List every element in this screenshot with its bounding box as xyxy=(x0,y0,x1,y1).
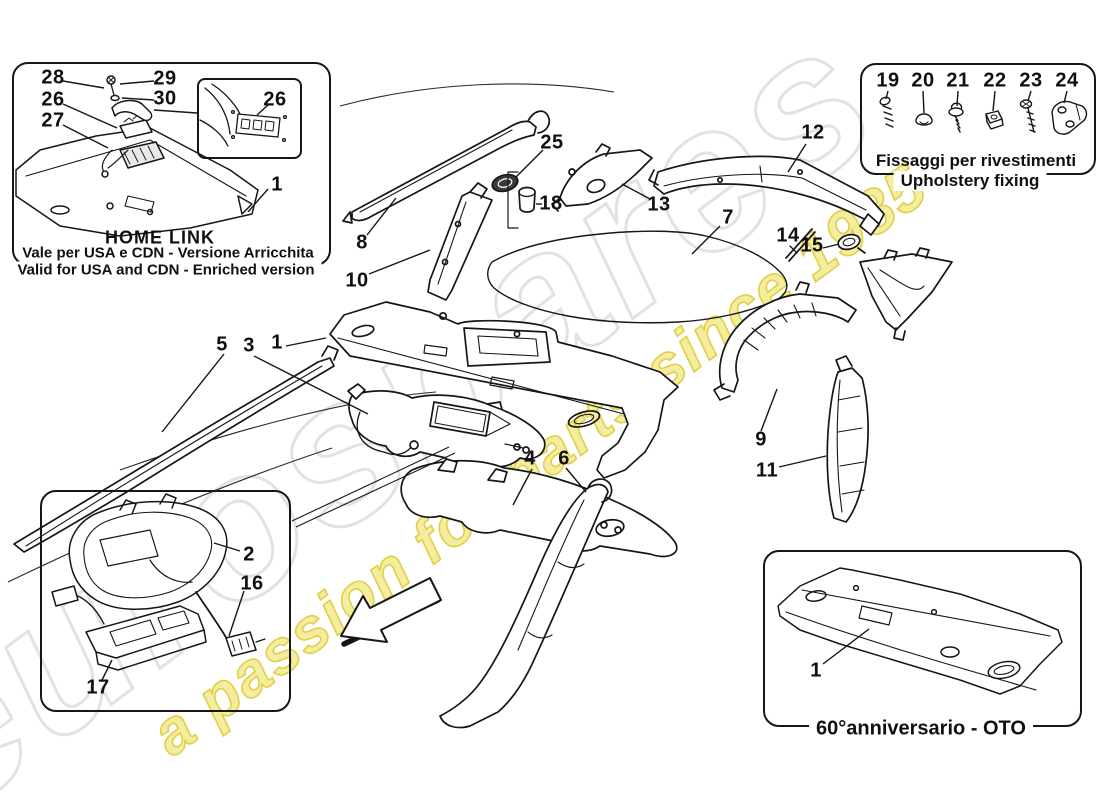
callout-20: 20 xyxy=(911,69,935,92)
part-grommet-25 xyxy=(491,173,519,193)
callout-13: 13 xyxy=(647,193,671,216)
callout-23: 23 xyxy=(1019,69,1043,92)
part-quarter-panel-13 xyxy=(551,143,653,212)
home-link-line-en: Valid for USA and CDN - Enriched version xyxy=(10,261,322,279)
leader-lines xyxy=(62,80,1068,681)
home-link-title: HOME LINK xyxy=(105,227,215,248)
callout-10: 10 xyxy=(345,269,369,292)
callout-24: 24 xyxy=(1055,69,1079,92)
clip-nut-22-icon xyxy=(985,110,1004,130)
direction-arrow xyxy=(340,577,442,647)
part-headliner-1 xyxy=(329,301,679,479)
callout-18: 18 xyxy=(539,192,563,215)
callout-26-a: 26 xyxy=(41,88,65,111)
fixings-icons xyxy=(879,96,1088,135)
part-roof-rail-8 xyxy=(342,110,551,224)
anniversary-headliner-sketch xyxy=(777,567,1063,695)
part-rear-rail-12 xyxy=(648,155,885,236)
part-pillar-trim-11 xyxy=(826,355,869,523)
callout-8: 8 xyxy=(356,231,368,254)
part-quarter-panel-rh xyxy=(859,247,953,341)
callout-1-anniversary: 1 xyxy=(810,659,822,682)
callout-11: 11 xyxy=(755,459,779,482)
part-sun-visor-3 xyxy=(347,383,546,468)
callout-4: 4 xyxy=(524,447,536,470)
bracket-24-icon xyxy=(1051,100,1088,135)
callout-30: 30 xyxy=(153,87,177,110)
callout-9: 9 xyxy=(755,428,767,451)
home-link-line-it: Vale per USA e CDN - Versione Arricchita xyxy=(22,244,314,262)
screw-19-icon xyxy=(879,96,894,128)
callout-15: 15 xyxy=(800,234,824,257)
switch-inset-sketch xyxy=(199,83,288,147)
callout-14: 14 xyxy=(776,224,800,247)
part-pillar-trim-6 xyxy=(439,478,613,729)
callout-12: 12 xyxy=(801,121,825,144)
callout-22: 22 xyxy=(983,69,1007,92)
callout-3: 3 xyxy=(243,334,255,357)
part-rod-14 xyxy=(785,228,816,262)
callout-25: 25 xyxy=(540,131,564,154)
part-bracket-9 xyxy=(713,281,857,401)
callout-21: 21 xyxy=(946,69,970,92)
screw-23-icon xyxy=(1019,99,1036,133)
callout-28: 28 xyxy=(41,66,65,89)
fixings-title-it: Fissaggi per rivestimenti xyxy=(875,151,1077,170)
part-sun-visor-4 xyxy=(400,458,678,558)
part-pillar-panel-10 xyxy=(427,182,493,301)
callout-16: 16 xyxy=(240,572,264,595)
callout-1-homelink: 1 xyxy=(271,173,283,196)
washer-screw-21-icon xyxy=(948,102,964,133)
cap-nut-20-icon xyxy=(915,113,933,126)
callout-6: 6 xyxy=(558,447,570,470)
fixings-title-en: Upholstery fixing xyxy=(893,171,1047,191)
anniversary-caption: 60°anniversario - OTO xyxy=(809,717,1033,741)
homelink-sketch xyxy=(15,75,259,237)
callout-17: 17 xyxy=(86,676,110,699)
callout-29: 29 xyxy=(153,67,177,90)
callout-19: 19 xyxy=(876,69,900,92)
part-clip-18 xyxy=(507,171,536,229)
callout-26-b: 26 xyxy=(263,88,287,111)
callout-27: 27 xyxy=(41,109,65,132)
console-sketch xyxy=(51,493,266,671)
part-header-trim-5 xyxy=(13,345,339,553)
callout-5: 5 xyxy=(216,333,228,356)
callout-1-headliner: 1 xyxy=(271,331,283,354)
callout-2: 2 xyxy=(243,543,255,566)
callout-7: 7 xyxy=(722,206,734,229)
